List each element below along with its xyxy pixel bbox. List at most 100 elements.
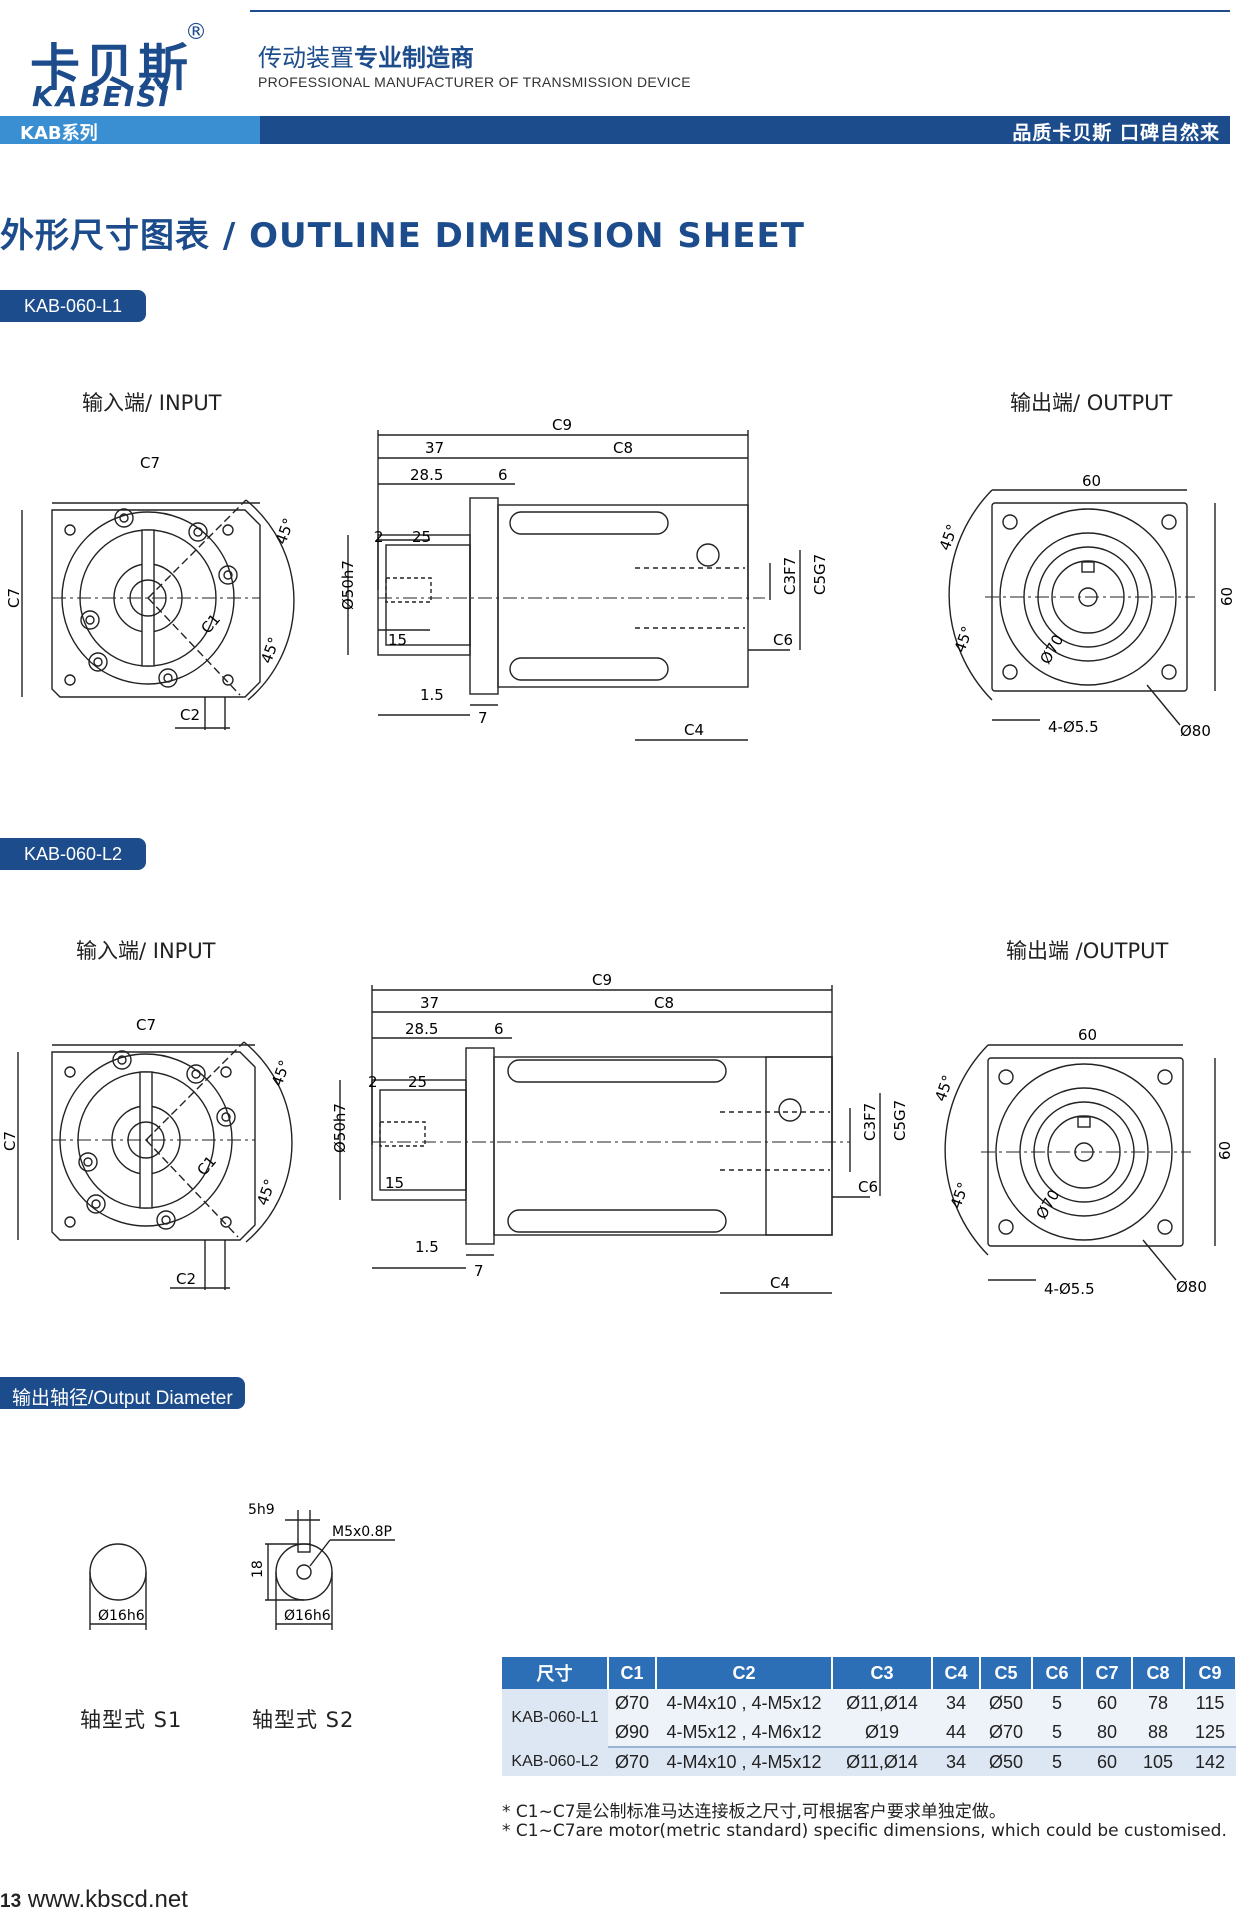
table-cell: Ø11,Ø14: [832, 1689, 932, 1718]
table-cell: 34: [932, 1689, 980, 1718]
dimension-table: 尺寸 C1 C2 C3 C4 C5 C6 C7 C8 C9 KAB-060-L1…: [502, 1657, 1237, 1776]
table-cell: 88: [1132, 1718, 1184, 1748]
dim-angle-a-l1: 45°: [272, 516, 298, 547]
table-cell-model: KAB-060-L2: [502, 1747, 608, 1776]
dim-c7-top-l1: C7: [140, 454, 160, 472]
dim-c1-l1: C1: [197, 610, 224, 637]
note-chinese: * C1~C7是公制标准马达连接板之尺寸,可根据客户要求单独定做。: [502, 1802, 1006, 1822]
outline-drawing-l2: C7 C7 C2 C1 45° 45° C9 37 C8 28.5 6 2 25…: [1, 971, 1234, 1298]
dim-angle-d-l2: 45°: [947, 1180, 973, 1211]
table-header: C3: [832, 1657, 933, 1689]
dim-c7-top-l2: C7: [136, 1016, 156, 1034]
dim-c1-l2: C1: [193, 1152, 220, 1179]
dim-c8-l1: C8: [613, 439, 633, 457]
shaft-type-s2: 轴型式 S2: [252, 1708, 355, 1732]
dim-60-top-l1: 60: [1082, 472, 1101, 490]
dim-6-l2: 6: [494, 1020, 504, 1038]
input-label-l2: 输入端/ INPUT: [76, 939, 216, 963]
table-row: Ø90 4-M5x12 , 4-M6x12 Ø19 44 Ø70 5 80 88…: [502, 1718, 1236, 1748]
table-header: C7: [1082, 1657, 1133, 1689]
logo-english: KABEISI: [32, 80, 171, 113]
s2-height-label: 18: [250, 1560, 266, 1578]
dim-phi70-l1: Ø70: [1036, 631, 1067, 667]
series-label: KAB系列: [20, 123, 98, 144]
s2-key-label: 5h9: [248, 1502, 275, 1518]
dim-7-l1: 7: [478, 709, 488, 727]
dim-37-l1: 37: [425, 439, 444, 457]
dim-c6-l1: C6: [773, 631, 793, 649]
dim-15-l2: 15: [385, 1174, 404, 1192]
table-cell: 60: [1082, 1689, 1132, 1718]
dim-c8-l2: C8: [654, 994, 674, 1012]
s2-thread-label: M5x0.8P: [332, 1524, 392, 1540]
table-header: 尺寸: [502, 1657, 609, 1689]
output-label-l2: 输出端 /OUTPUT: [1006, 939, 1169, 963]
table-cell: Ø70: [608, 1689, 656, 1718]
table-cell: Ø70: [980, 1718, 1032, 1748]
shaft-drawings: Ø16h6 Ø16h6 5h9 18 M5x0.8P: [89, 1502, 395, 1630]
dim-phi70-l2: Ø70: [1032, 1186, 1063, 1222]
s2-diameter-label: Ø16h6: [284, 1608, 331, 1624]
output-label-l1: 输出端/ OUTPUT: [1010, 391, 1173, 415]
dim-c4-l2: C4: [770, 1274, 790, 1292]
dim-c6-l2: C6: [858, 1178, 878, 1196]
dim-angle-b-l2: 45°: [253, 1177, 279, 1208]
table-header: C2: [656, 1657, 833, 1689]
dim-c9-l2: C9: [592, 971, 612, 989]
table-cell: Ø70: [608, 1747, 656, 1776]
website-link[interactable]: www.kbscd.net: [27, 1886, 188, 1913]
page-title: 外形尺寸图表 / OUTLINE DIMENSION SHEET: [0, 216, 805, 256]
table-cell: 142: [1184, 1747, 1236, 1776]
table-row: KAB-060-L2 Ø70 4-M4x10 , 4-M5x12 Ø11,Ø14…: [502, 1747, 1236, 1776]
s1-diameter-label: Ø16h6: [98, 1608, 145, 1624]
header-rule: [250, 10, 1230, 12]
table-cell-model: KAB-060-L1: [502, 1689, 608, 1747]
header-slogan-english: PROFESSIONAL MANUFACTURER OF TRANSMISSIO…: [258, 74, 691, 90]
table-cell: 5: [1032, 1718, 1082, 1748]
table-row: KAB-060-L1 Ø70 4-M4x10 , 4-M5x12 Ø11,Ø14…: [502, 1689, 1236, 1747]
dim-1-5-l2: 1.5: [415, 1238, 439, 1256]
dim-c7-side-l1: C7: [5, 588, 23, 608]
table-cell: Ø50: [980, 1747, 1032, 1776]
dim-c7-side-l2: C7: [1, 1131, 19, 1151]
dim-c4-l1: C4: [684, 721, 704, 739]
footer: 13 www.kbscd.net: [0, 1886, 188, 1914]
dim-60-top-l2: 60: [1078, 1026, 1097, 1044]
dim-60-side-l2: 60: [1216, 1141, 1234, 1160]
table-header-row: 尺寸 C1 C2 C3 C4 C5 C6 C7 C8 C9: [502, 1657, 1237, 1689]
table-cell: 44: [932, 1718, 980, 1748]
table-cell: 5: [1032, 1689, 1082, 1718]
input-label-l1: 输入端/ INPUT: [82, 391, 222, 415]
dim-c2-l2: C2: [176, 1270, 196, 1288]
dim-7-l2: 7: [474, 1262, 484, 1280]
registered-mark: ®: [185, 20, 207, 45]
header-bar-right: [260, 116, 1230, 144]
dim-c3-l2: C3F7: [861, 1103, 879, 1141]
dim-2-l2: 2: [368, 1073, 378, 1091]
dim-c5-l1: C5G7: [811, 554, 829, 595]
table-header: C5: [980, 1657, 1033, 1689]
dim-holes-l2: 4-Ø5.5: [1044, 1280, 1095, 1298]
dim-phi80-l1: Ø80: [1180, 722, 1211, 740]
table-cell: 125: [1184, 1718, 1236, 1748]
table-cell: 105: [1132, 1747, 1184, 1776]
dim-28-5-l1: 28.5: [410, 466, 443, 484]
table-header: C1: [608, 1657, 657, 1689]
table-cell: 34: [932, 1747, 980, 1776]
table-cell: 5: [1032, 1747, 1082, 1776]
dim-phi50-l1: Ø50h7: [339, 560, 357, 610]
dim-c3-l1: C3F7: [781, 557, 799, 595]
input-flange-outline: [51, 509, 261, 698]
note-english: * C1~C7are motor(metric standard) specif…: [502, 1821, 1227, 1841]
dim-28-5-l2: 28.5: [405, 1020, 438, 1038]
dim-c9-l1: C9: [552, 416, 572, 434]
table-cell: Ø11,Ø14: [832, 1747, 932, 1776]
dim-25-l1: 25: [412, 528, 431, 546]
table-cell: Ø19: [832, 1718, 932, 1748]
dim-angle-d-l1: 45°: [951, 624, 977, 655]
logo-chinese: 卡贝斯: [30, 39, 192, 97]
dim-2-l1: 2: [374, 528, 384, 546]
table-header: C4: [932, 1657, 981, 1689]
table-cell: 115: [1184, 1689, 1236, 1718]
header-bar-left: [0, 116, 260, 144]
